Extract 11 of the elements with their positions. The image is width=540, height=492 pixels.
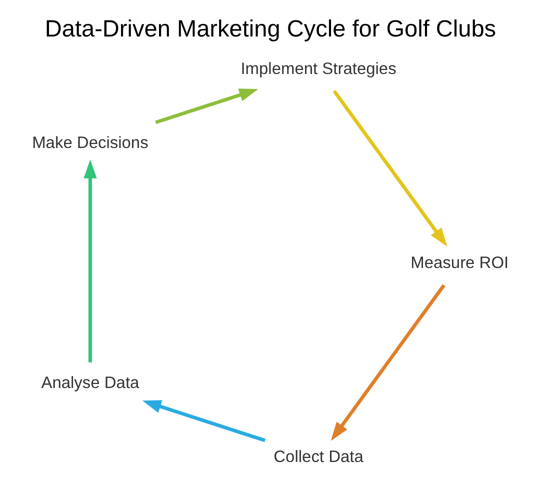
node-text: Make Decisions [32, 134, 148, 152]
node-text: Analyse Data [40, 374, 139, 392]
arrow [330, 284, 445, 441]
arrow [154, 88, 258, 124]
diagram-title: Data-Driven Marketing Cycle for Golf Clubs [44, 15, 496, 42]
arrow [142, 400, 266, 442]
node-text: Collect Data [273, 448, 363, 466]
node-text: Implement Strategies [240, 60, 396, 78]
arrow [83, 160, 96, 362]
node-text: Measure ROI [410, 254, 508, 272]
arrow [332, 90, 447, 247]
